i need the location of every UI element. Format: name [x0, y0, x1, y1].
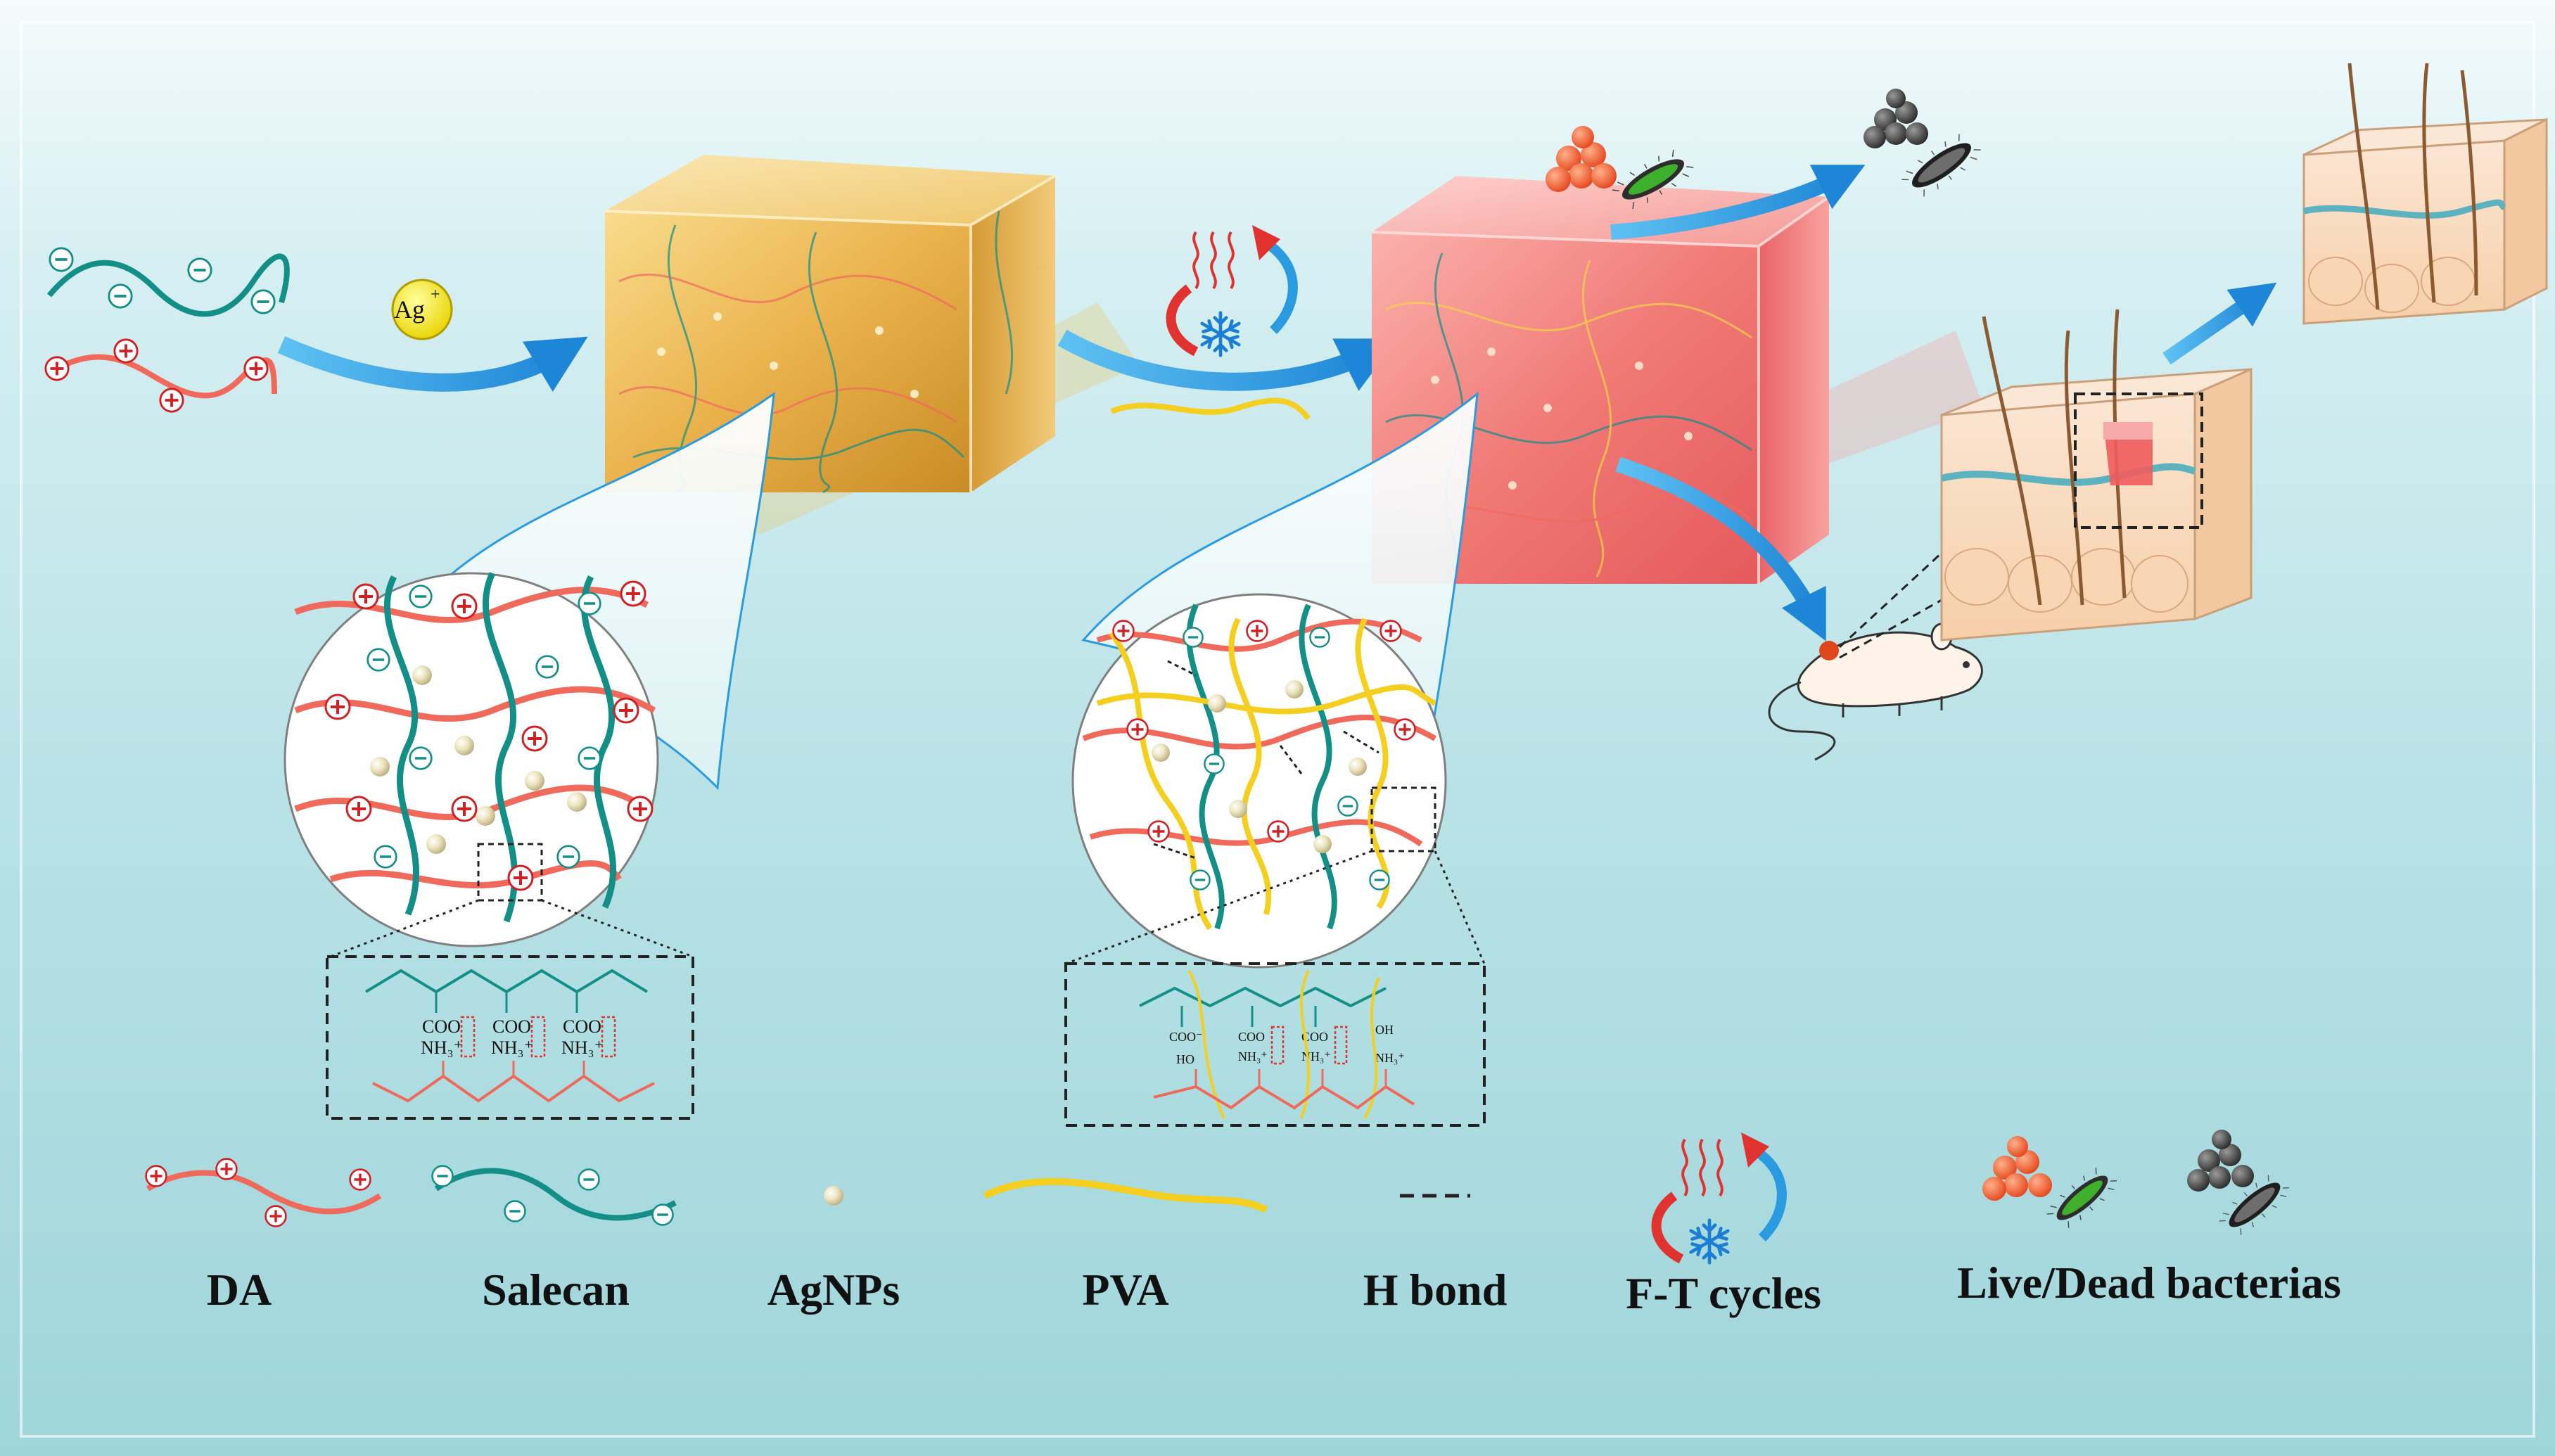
positive-charge-icon — [158, 387, 185, 414]
svg-text:COO: COO — [422, 1016, 461, 1037]
svg-text:DA: DA — [207, 1265, 272, 1315]
mouse-icon — [1768, 622, 1983, 761]
magnified-network-right — [1071, 593, 1447, 969]
wound-arrow — [1615, 456, 1826, 641]
svg-text:COO⁻: COO⁻ — [1169, 1030, 1203, 1044]
antibacterial-arrow — [1610, 165, 1866, 240]
svg-text:COO: COO — [563, 1016, 601, 1037]
hbond-interaction-detail: COO⁻ HO COO NH₃⁺ COO NH₃⁺ OH NH₃⁺ — [1064, 962, 1486, 1127]
negative-charge-icon — [107, 283, 134, 309]
pva-input-chain — [1110, 397, 1311, 421]
healed-skin-icon — [2302, 63, 2548, 325]
live-bacteria-icon — [1546, 126, 1699, 216]
svg-text:NH₃⁺: NH₃⁺ — [491, 1037, 533, 1058]
svg-text:NH₃⁺: NH₃⁺ — [421, 1037, 463, 1058]
ionic-interaction-detail: COO COO COO NH₃⁺ NH₃⁺ NH₃⁺ — [326, 955, 694, 1120]
svg-text:COO: COO — [1238, 1030, 1265, 1044]
process-arrow-1 — [277, 336, 588, 392]
svg-text:NH₃⁺: NH₃⁺ — [1375, 1051, 1405, 1065]
red-hydrogel-cube — [1371, 176, 1984, 584]
svg-text:PVA: PVA — [1082, 1265, 1168, 1315]
svg-text:NH₃⁺: NH₃⁺ — [561, 1037, 604, 1058]
svg-text:AgNPs: AgNPs — [767, 1265, 900, 1315]
healing-arrow — [2162, 282, 2277, 365]
svg-text:HO: HO — [1176, 1052, 1194, 1066]
salecan-input-chain — [46, 246, 290, 317]
snowflake-icon — [1202, 313, 1240, 356]
svg-text:F-T cycles: F-T cycles — [1626, 1268, 1821, 1318]
negative-charge-icon — [186, 257, 213, 283]
positive-charge-icon — [243, 355, 269, 382]
frame — [20, 21, 2535, 1438]
legend-hbond: H bond — [1363, 1194, 1508, 1315]
yellow-hydrogel-cube — [604, 155, 1140, 535]
skin-tissue-icon — [1940, 309, 2253, 641]
legend: DA Salecan AgNPs PVA H bond — [144, 1130, 2341, 1318]
legend-ft-cycles: F-T cycles — [1626, 1132, 1821, 1318]
svg-text:Ag: Ag — [394, 295, 425, 324]
heat-wave-icon — [1192, 231, 1235, 290]
svg-text:Salecan: Salecan — [482, 1265, 630, 1315]
legend-salecan: Salecan — [431, 1164, 677, 1315]
dead-bacteria-icon — [1863, 89, 1987, 204]
positive-charge-icon — [44, 355, 70, 382]
legend-da: DA — [144, 1157, 382, 1315]
svg-text:H bond: H bond — [1363, 1265, 1508, 1315]
ag-ion-badge: Ag + — [391, 279, 453, 340]
svg-text:OH: OH — [1375, 1023, 1394, 1037]
positive-charge-icon — [113, 338, 139, 364]
da-input-chain — [44, 338, 277, 414]
legend-bacteria: Live/Dead bacterias — [1957, 1130, 2341, 1308]
legend-pva: PVA — [983, 1177, 1268, 1315]
svg-text:+: + — [431, 286, 440, 304]
process-arrow-2 — [1057, 329, 1398, 391]
freeze-thaw-icon — [1166, 225, 1298, 356]
legend-agnps: AgNPs — [767, 1186, 900, 1315]
svg-text:COO: COO — [1301, 1030, 1328, 1044]
svg-text:COO: COO — [492, 1016, 531, 1037]
svg-text:Live/Dead bacterias: Live/Dead bacterias — [1957, 1258, 2341, 1308]
negative-charge-icon — [48, 246, 75, 273]
svg-text:NH₃⁺: NH₃⁺ — [1238, 1049, 1268, 1064]
magnified-network-left — [283, 572, 659, 947]
negative-charge-icon — [250, 288, 276, 315]
